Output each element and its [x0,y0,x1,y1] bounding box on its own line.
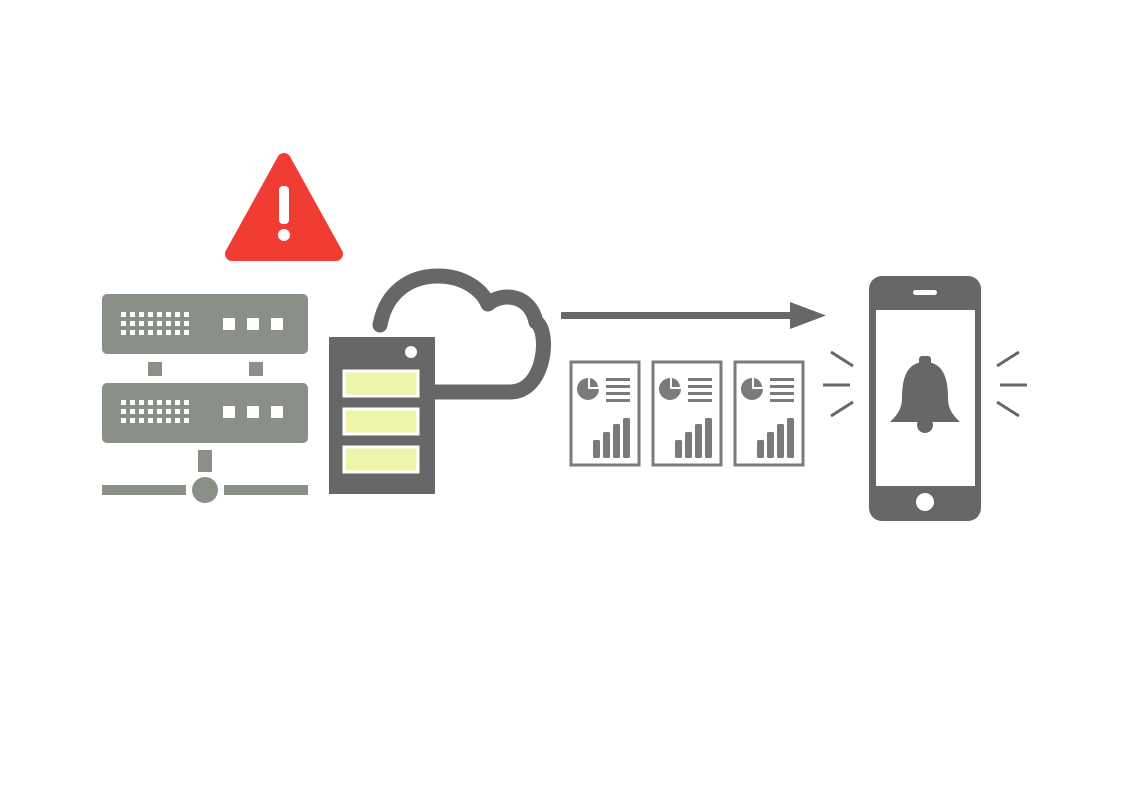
bell-icon [890,356,960,433]
server-unit-bottom [102,383,308,443]
report-documents [569,360,805,467]
report-document-icon [569,360,641,467]
report-document-icon [733,360,805,467]
server-vent-dots-top [121,312,189,335]
warning-triangle-icon [225,153,343,261]
server-rack-icon [102,294,308,443]
smartphone-icon [823,276,1027,521]
report-document-icon [651,360,723,467]
server-unit-top [102,294,308,354]
server-vent-dots-bottom [121,400,189,423]
storage-slot [342,369,420,398]
ringing-lines [823,350,1027,418]
arrow-right-icon [561,302,826,329]
storage-slot [342,407,420,436]
storage-slot [342,445,420,474]
network-connector-icon [102,450,308,503]
storage-unit-icon [329,337,435,494]
cloud-icon [372,268,551,400]
